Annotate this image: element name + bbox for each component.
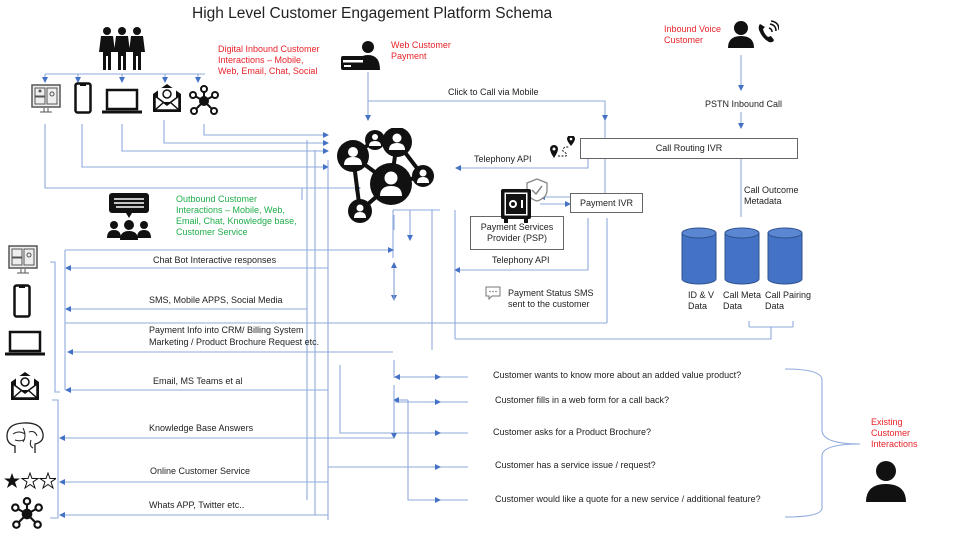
payment-sms-label: Payment Status SMS sent to the customer [508, 288, 594, 309]
video-conference-icon [8, 245, 38, 280]
payment-ivr-label: Payment IVR [579, 198, 634, 208]
flow-whatsapp-twitter: Whats APP, Twitter etc.. [149, 500, 245, 510]
telephony-api-bottom-label: Telephony API [492, 255, 550, 265]
call-routing-ivr-box: Call Routing IVR [580, 138, 798, 159]
database-label-id-v: ID & V Data [688, 290, 715, 311]
existing-customer-label: Existing Customer Interactions [871, 417, 918, 449]
shield-check-icon [526, 178, 548, 207]
payment-ivr-box: Payment IVR [570, 193, 643, 213]
database-call-meta [724, 227, 760, 290]
person-icon [727, 20, 755, 53]
laptop-icon [5, 330, 45, 361]
database-label-call-meta: Call Meta Data [723, 290, 762, 311]
phone-call-icon [757, 20, 780, 49]
database-id-v [681, 227, 717, 290]
question-quote: Customer would like a quote for a new se… [495, 494, 761, 504]
outbound-chat-group-icon [106, 192, 152, 245]
sms-bubble-icon [485, 286, 501, 305]
flow-online-service: Online Customer Service [150, 466, 251, 476]
psp-box: Payment Services Provider (PSP) [470, 216, 564, 250]
email-icon [151, 82, 183, 119]
safe-icon [500, 188, 532, 229]
flow-knowledge-base: Knowledge Base Answers [149, 423, 254, 433]
web-payment-label: Web Customer Payment [391, 40, 451, 61]
call-outcome-label: Call Outcome Metadata [744, 185, 799, 206]
question-service-issue: Customer has a service issue / request? [495, 460, 656, 470]
database-label-call-pairing: Call Pairing Data [765, 290, 812, 311]
flow-marketing: Marketing / Product Brochure Request etc… [149, 337, 320, 347]
engagement-platform-hub-icon [335, 127, 441, 229]
mobile-phone-icon [74, 82, 92, 119]
flow-chat-bot: Chat Bot Interactive responses [153, 255, 277, 265]
outbound-label: Outbound Customer Interactions – Mobile,… [176, 194, 297, 237]
mobile-phone-icon [13, 284, 31, 323]
social-network-icon [188, 85, 220, 122]
pstn-label: PSTN Inbound Call [705, 99, 783, 109]
customer-group-icon [98, 26, 146, 75]
call-routing-ivr-label: Call Routing IVR [655, 143, 723, 153]
location-route-icon [550, 135, 576, 165]
digital-inbound-label: Digital Inbound Customer Interactions – … [218, 44, 320, 76]
social-network-icon [10, 497, 44, 536]
question-web-form: Customer fills in a web form for a call … [495, 395, 670, 405]
laptop-icon [102, 88, 142, 119]
telephony-api-top-label: Telephony API [474, 154, 532, 164]
existing-customer-person-icon [864, 460, 908, 507]
question-brochure: Customer asks for a Product Brochure? [493, 427, 652, 437]
email-icon [9, 370, 41, 407]
star-rating-icon [4, 471, 58, 495]
brain-icon [5, 420, 45, 459]
click-to-call-label: Click to Call via Mobile [448, 87, 539, 97]
inbound-voice-label: Inbound Voice Customer [664, 24, 722, 45]
database-call-pairing [767, 227, 803, 290]
page-title: High Level Customer Engagement Platform … [192, 5, 553, 22]
flow-email-teams: Email, MS Teams et al [153, 376, 243, 386]
flow-sms-mobile: SMS, Mobile APPS, Social Media [149, 295, 283, 305]
question-added-value: Customer wants to know more about an add… [493, 370, 742, 380]
flow-payment-crm: Payment Info into CRM/ Billing System [149, 325, 304, 335]
video-conference-icon [31, 84, 61, 119]
web-payment-icon [340, 40, 380, 77]
